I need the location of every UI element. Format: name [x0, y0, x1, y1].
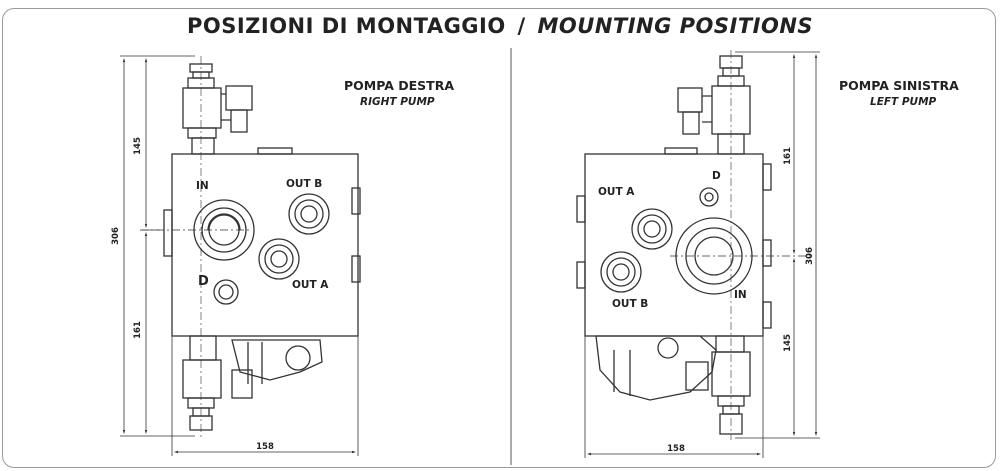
- right-d-port: [699, 187, 719, 207]
- right-bottom-connector: [595, 335, 751, 435]
- left-side-lug-1: [351, 187, 361, 215]
- right-dim-total: 306: [805, 247, 815, 265]
- page-title: POSIZIONI DI MONTAGGIO / MOUNTING POSITI…: [0, 14, 1000, 38]
- right-side-lug-5: [762, 301, 772, 329]
- left-top-connector: [182, 63, 253, 155]
- right-port-outb-label: OUT B: [612, 298, 649, 310]
- left-dim-top: 145: [133, 137, 143, 155]
- right-side-lug-4: [762, 239, 772, 267]
- right-dim-width: 158: [667, 444, 685, 454]
- left-dimensions: [120, 55, 359, 456]
- left-port-outb-label: OUT B: [286, 178, 323, 190]
- left-dim-bottom: 161: [133, 321, 143, 339]
- right-dimensions: [584, 51, 820, 458]
- left-port-outa-label: OUT A: [292, 279, 329, 291]
- left-top-tab: [257, 147, 293, 155]
- left-port-in-label: IN: [196, 180, 209, 192]
- left-outb-port: [288, 193, 330, 235]
- left-pump-label-en: RIGHT PUMP: [360, 96, 435, 108]
- right-dim-bottom: 145: [783, 334, 793, 352]
- right-port-in-label: IN: [734, 289, 747, 301]
- right-side-lug-2: [576, 261, 586, 289]
- left-d-port: [213, 279, 239, 305]
- title-english: MOUNTING POSITIONS: [537, 14, 814, 38]
- left-outa-port: [258, 238, 300, 280]
- left-pump-drawing: [140, 56, 361, 440]
- right-port-outa-label: OUT A: [598, 186, 635, 198]
- right-pump-label-en: LEFT PUMP: [870, 96, 937, 108]
- left-dim-width: 158: [256, 442, 274, 452]
- right-side-lug-3: [762, 163, 772, 191]
- right-side-lug-1: [576, 195, 586, 223]
- right-pump-label: POMPA SINISTRA: [839, 78, 959, 93]
- right-top-tab: [664, 147, 698, 155]
- right-outa-port: [631, 208, 673, 250]
- left-bottom-connector: [182, 335, 323, 431]
- diagram-frame: [2, 8, 996, 468]
- right-outb-port: [600, 251, 642, 293]
- title-italian: POSIZIONI DI MONTAGGIO: [186, 14, 506, 38]
- title-separator: /: [517, 14, 526, 38]
- left-side-lug-2: [351, 255, 361, 283]
- right-top-connector: [677, 55, 751, 155]
- right-port-d-label: D: [712, 170, 721, 182]
- left-port-d-label: D: [198, 274, 209, 289]
- right-dim-top: 161: [783, 147, 793, 165]
- left-dim-total: 306: [111, 227, 121, 245]
- left-side-lug-3: [163, 209, 173, 257]
- left-pump-label: POMPA DESTRA: [344, 78, 455, 93]
- right-pump-drawing: [576, 50, 812, 440]
